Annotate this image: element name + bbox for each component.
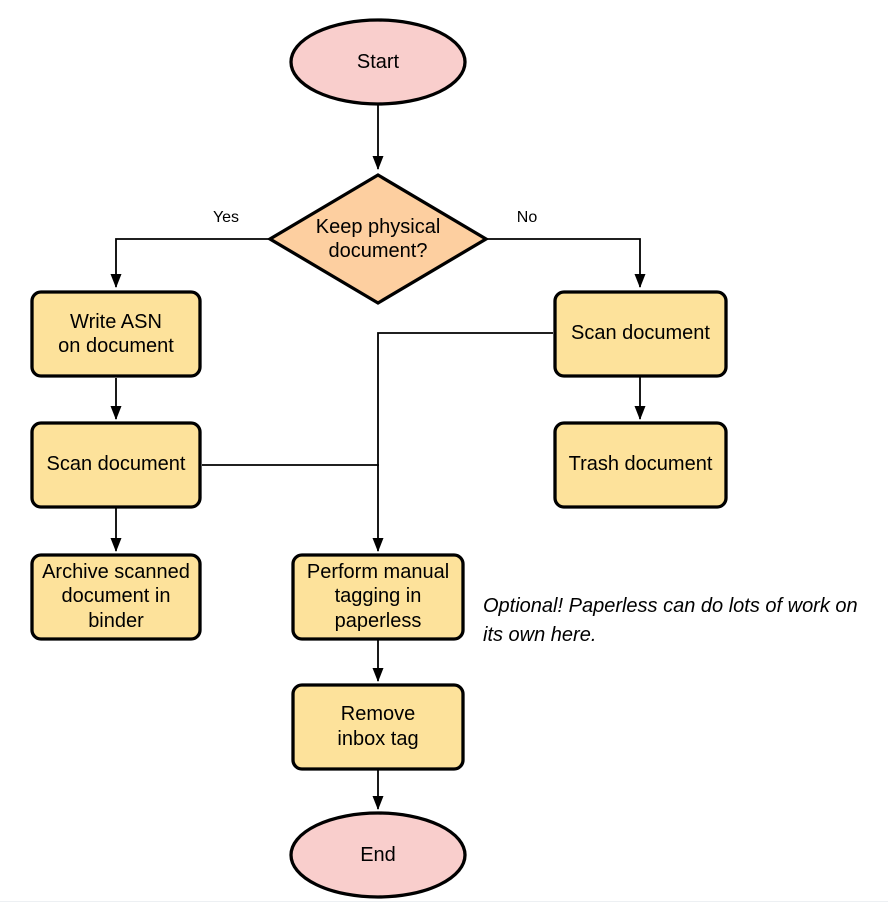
node-trash-shape: [553, 421, 728, 509]
node-write-asn-shape: [30, 290, 202, 378]
edge-decision-no-to-scan-right: [486, 238, 646, 288]
node-remove-inbox-shape: [291, 683, 465, 771]
node-scan-right-shape: [553, 290, 728, 378]
node-end-shape: [289, 811, 467, 899]
node-scan-left-shape: [30, 421, 202, 509]
edge-decision-yes-to-write-asn: [110, 238, 270, 288]
note-optional: Optional! Paperless can do lots of work …: [483, 595, 858, 646]
edge-scan-right-to-perform-tagging: [372, 332, 553, 552]
node-start-shape: [289, 18, 467, 106]
node-archive-shape: [30, 553, 202, 641]
node-decision-shape: [266, 173, 490, 305]
node-perform-tagging-shape: [291, 553, 465, 641]
page-bottom-divider: [0, 901, 888, 902]
